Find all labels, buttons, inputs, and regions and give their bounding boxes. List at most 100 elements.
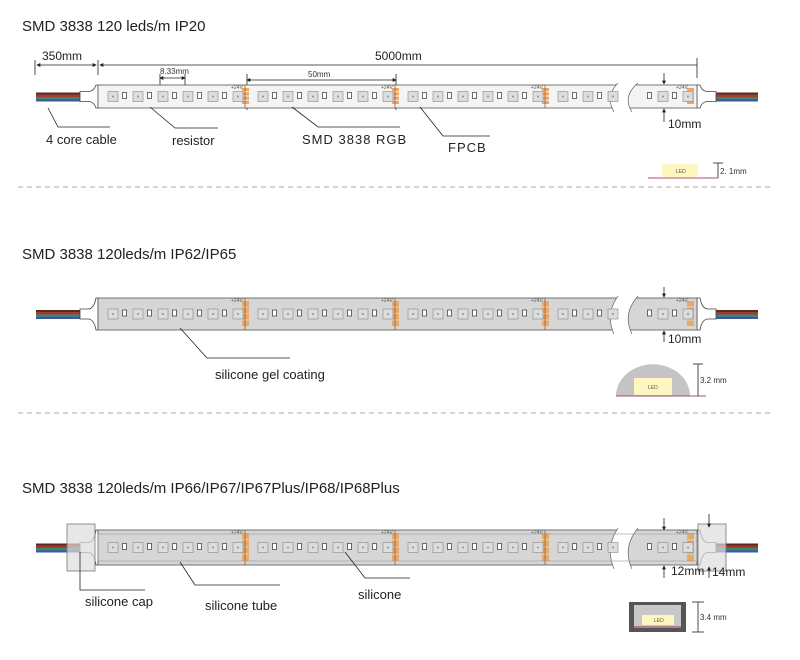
copper-pad [392, 540, 399, 547]
led-die [112, 95, 114, 98]
height-dimension-ip65: 3.2 mm [700, 376, 727, 385]
copper-pad [392, 88, 399, 92]
led-die [212, 546, 214, 549]
section-title-ip68: SMD 3838 120leds/m IP66/IP67/IP67Plus/IP… [22, 480, 400, 497]
resistor [122, 92, 127, 99]
copper-pad [392, 554, 399, 561]
copper-pad [542, 100, 549, 104]
wire [36, 550, 80, 553]
resistor [497, 92, 502, 99]
pad-label: +24V [676, 85, 688, 91]
copper-pad [542, 307, 549, 313]
label-silicone-tube: silicone tube [205, 598, 277, 613]
led-die [612, 546, 614, 549]
led-die [612, 313, 614, 315]
led-die [137, 313, 139, 315]
resistor [272, 92, 277, 99]
led-die [687, 546, 689, 549]
wire [712, 94, 758, 98]
copper-pad [242, 307, 249, 313]
copper-pad [542, 547, 549, 554]
dimension-lines-ip20 [34, 58, 698, 110]
resistor [347, 543, 352, 550]
label-silicone: silicone [358, 587, 401, 602]
wire [712, 545, 758, 549]
resistor [472, 92, 477, 99]
copper-pad [687, 533, 694, 540]
callout-lines-ip20 [47, 73, 666, 137]
led-die [112, 313, 114, 315]
led-die [487, 313, 489, 315]
pad-label: +24V [231, 85, 243, 91]
label-smd-3838-rgb: SMD 3838 RGB [302, 132, 407, 147]
led-die [687, 95, 689, 98]
led-die [612, 95, 614, 98]
led-die [237, 546, 239, 549]
copper-pad [242, 540, 249, 547]
resistor [297, 92, 302, 99]
copper-pad [392, 547, 399, 554]
copper-pad [392, 92, 399, 96]
led-die [237, 95, 239, 98]
resistor [472, 543, 477, 550]
resistor [497, 543, 502, 550]
copper-pad [542, 96, 549, 100]
strip-length-dimension: 5000mm [375, 49, 422, 63]
width-dimension-ip68: 12mm [671, 564, 704, 578]
wire [36, 92, 80, 95]
led-die [137, 546, 139, 549]
copper-pad [542, 301, 549, 307]
led-die [187, 95, 189, 98]
led-die [287, 546, 289, 549]
cross-section-led-label: LED [676, 169, 686, 175]
copper-pad [392, 100, 399, 104]
copper-pad [242, 554, 249, 561]
copper-pad [392, 533, 399, 540]
cross-section-led-label: LED [648, 385, 658, 391]
resistor [147, 309, 152, 317]
resistor [297, 309, 302, 317]
resistor [222, 309, 227, 317]
section-title-ip20: SMD 3838 120 leds/m IP20 [22, 18, 205, 35]
label-silicone-cap: silicone cap [85, 594, 153, 609]
led-die [437, 313, 439, 315]
wire [36, 316, 80, 319]
led-die [437, 95, 439, 98]
resistor [597, 92, 602, 99]
resistor [122, 543, 127, 550]
wire [712, 312, 758, 315]
silicone-tube-inner [97, 533, 698, 562]
cross-section-ip68: LED 3.4 mm [629, 601, 727, 633]
resistor [322, 543, 327, 550]
wire [36, 96, 80, 100]
copper-pad [392, 320, 399, 326]
wire [36, 99, 80, 102]
copper-pad [242, 301, 249, 307]
resistor [172, 309, 177, 317]
wire [712, 310, 758, 313]
resistor [522, 309, 527, 317]
led-die [387, 95, 389, 98]
copper-pad [542, 540, 549, 547]
copper-pad [687, 554, 694, 561]
led-die [587, 546, 589, 549]
wire [712, 314, 758, 317]
led-pitch-dimension: 8.33mm [160, 67, 189, 76]
resistor [372, 543, 377, 550]
led-die [462, 95, 464, 98]
resistor [197, 92, 202, 99]
copper-pad [542, 314, 549, 320]
copper-pad [542, 533, 549, 540]
wire [712, 543, 758, 546]
wire [36, 94, 80, 98]
cut-unit-dimension: 50mm [308, 70, 331, 79]
led-die [512, 313, 514, 315]
wire [712, 316, 758, 319]
led-die [312, 313, 314, 315]
led-die [537, 313, 539, 315]
led-strip-ip20: +24V+24V+24V+24V [36, 82, 758, 113]
led-die [662, 546, 664, 549]
copper-pad [542, 320, 549, 326]
led-strip-ip68: +24V+24V+24V+24V [36, 523, 758, 572]
